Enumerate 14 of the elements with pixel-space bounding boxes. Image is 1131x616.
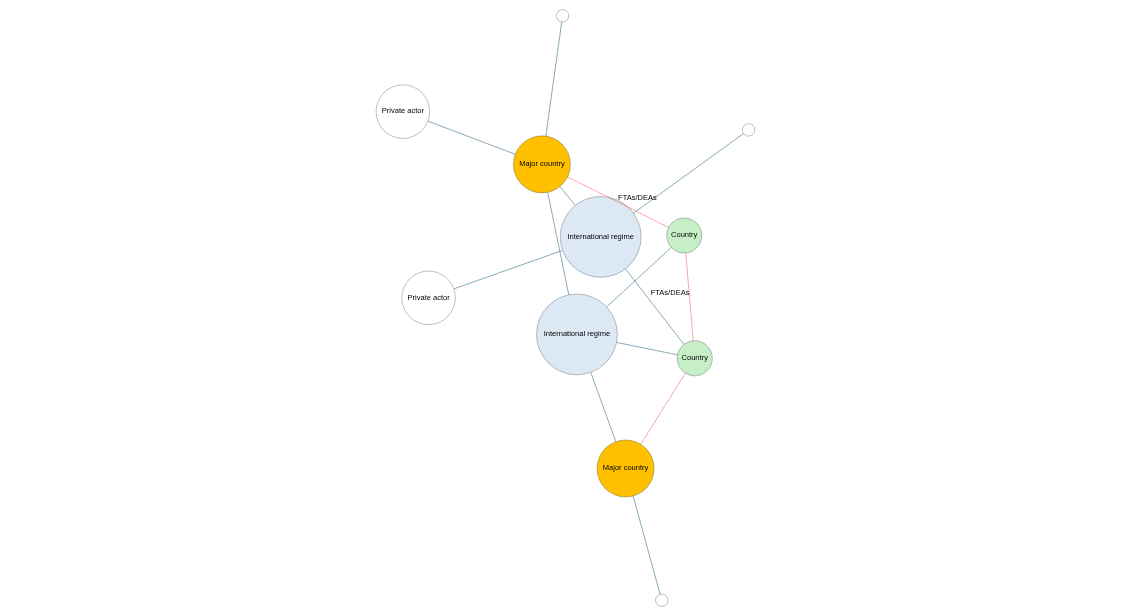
connector xyxy=(427,120,516,155)
connector xyxy=(633,133,744,214)
connector xyxy=(547,192,570,295)
node-circle xyxy=(556,9,569,23)
connector xyxy=(545,21,562,137)
connector xyxy=(590,372,617,442)
node-circle xyxy=(655,593,669,607)
connector xyxy=(616,342,678,356)
connector xyxy=(632,495,661,595)
connector xyxy=(625,268,685,345)
connector xyxy=(453,250,563,290)
connector xyxy=(559,186,576,206)
connector xyxy=(606,247,672,308)
node-circle xyxy=(742,123,755,137)
